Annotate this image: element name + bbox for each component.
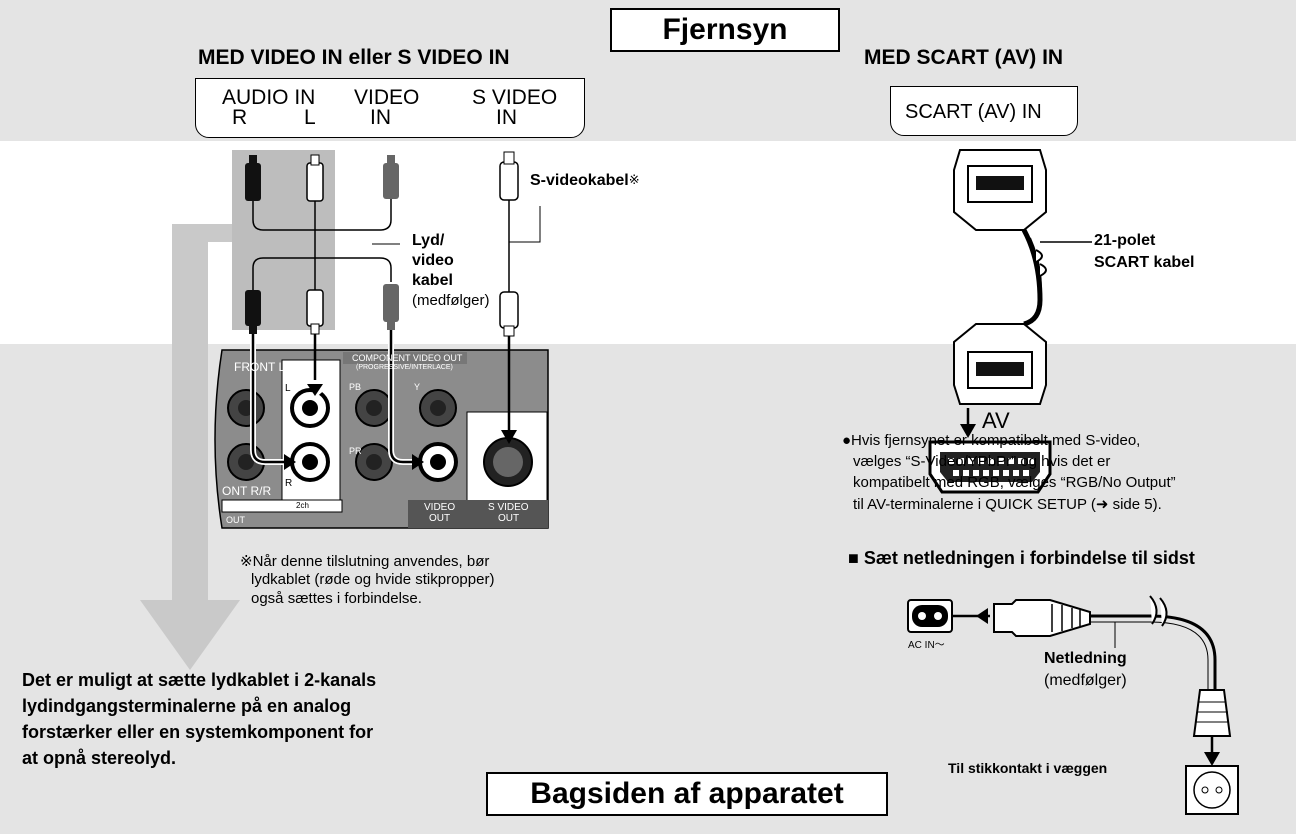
- twoch-label: 2ch: [296, 501, 309, 510]
- stereo-arrow: [140, 238, 240, 670]
- av-label: AV: [982, 408, 1010, 433]
- video-out-label-1: VIDEO: [424, 502, 456, 513]
- video-out-label-2: OUT: [429, 513, 451, 524]
- stereo-note-1: Det er muligt at sætte lydkablet i 2-kan…: [22, 670, 377, 690]
- av-cable-label-1: Lyd/: [412, 232, 445, 249]
- stereo-note-4: at opnå stereolyd.: [22, 748, 177, 768]
- scart-cable: [953, 149, 1092, 405]
- component-label-2: (PROGRESSIVE/INTERLACE): [356, 364, 453, 371]
- stereo-note-3: forstærker eller en systemkomponent for: [22, 722, 374, 742]
- av-cable-label-3: kabel: [412, 272, 453, 289]
- ac-in-label: AC IN〜: [908, 640, 945, 651]
- scart-in-label: SCART (AV) IN: [905, 101, 1042, 123]
- outlet-label: Til stikkontakt i væggen: [948, 760, 1108, 776]
- stereo-note-2: lydindgangsterminalerne på en analog: [22, 696, 352, 716]
- rear-panel: [214, 349, 549, 529]
- svideo-plug-top: [499, 151, 519, 201]
- svideo-in-label: IN: [496, 106, 517, 129]
- rca-plug-red-top: [245, 155, 261, 201]
- left-heading: MED VIDEO IN eller S VIDEO IN: [198, 46, 510, 69]
- front-rr-label: ONT R/R: [222, 484, 272, 498]
- audio-in-label: AUDIO IN: [222, 86, 316, 109]
- svideo-note-3: også sættes i forbindelse.: [251, 590, 422, 607]
- svideo-out-label-2: OUT: [498, 513, 520, 524]
- svideo-note-1: ※Når denne tilslutning anvendes, bør: [240, 553, 490, 570]
- av-cable-label-2: video: [412, 252, 454, 269]
- audio-r-label: R: [232, 106, 248, 129]
- pb-label: PB: [349, 382, 362, 392]
- tv-input-panel: AUDIO IN R L VIDEO IN S VIDEO IN: [195, 78, 585, 138]
- scart-cable-label-2: SCART kabel: [1094, 254, 1195, 271]
- out-label: OUT: [226, 515, 245, 525]
- svideo-plug-bottom: [499, 291, 519, 337]
- audio-l-label: L: [304, 106, 316, 129]
- video-in-label: IN: [370, 106, 391, 129]
- power-cord-label-2: (medfølger): [1044, 672, 1127, 689]
- scart-socket: [928, 440, 1052, 494]
- svideo-cable-label: S-videokabel※: [530, 172, 640, 189]
- front-ll-label: FRONT L/L: [234, 360, 296, 374]
- svideo-leader: [509, 206, 541, 243]
- svideo-label: S VIDEO: [472, 86, 558, 109]
- power-heading: ■ Sæt netledningen i forbindelse til sid…: [848, 548, 1195, 568]
- av-wire-3: [252, 257, 392, 290]
- rca-plug-yellow-top: [383, 155, 399, 199]
- rear-title: Bagsiden af apparatet: [486, 772, 888, 816]
- right-heading: MED SCART (AV) IN: [864, 46, 1064, 69]
- tv-scart-panel: SCART (AV) IN: [890, 86, 1078, 136]
- rgb-note-4: til AV-terminalerne i QUICK SETUP (➜ sid…: [853, 496, 1162, 513]
- rgb-note-2: vælges “S-Video/YPbPr” og hvis det er: [853, 453, 1111, 470]
- av-wire-1: [252, 199, 392, 231]
- rca-plug-yellow-bottom: [383, 284, 399, 330]
- l-label: L: [285, 383, 291, 394]
- tv-title: Fjernsyn: [610, 8, 840, 52]
- y-label: Y: [414, 382, 421, 392]
- power-cord: [907, 595, 1239, 815]
- av-cable-label-4: (medfølger): [412, 292, 490, 309]
- video-label: VIDEO: [354, 86, 420, 109]
- svideo-note-2: lydkablet (røde og hvide stikpropper): [251, 571, 495, 588]
- rgb-note-1: ●Hvis fjernsynet er kompatibelt med S-vi…: [842, 432, 1141, 449]
- r-label: R: [285, 478, 293, 489]
- svideo-out-label-1: S VIDEO: [488, 502, 529, 513]
- power-cord-label-1: Netledning: [1044, 650, 1127, 667]
- scart-cable-label-1: 21-polet: [1094, 232, 1156, 249]
- stereo-arrow-top: [172, 224, 232, 242]
- component-label-1: COMPONENT VIDEO OUT: [352, 353, 463, 363]
- rgb-note-3: kompatibelt med RGB, vælges “RGB/No Outp…: [853, 474, 1176, 491]
- rca-plug-white-top: [306, 154, 324, 202]
- rca-plug-red-bottom: [245, 290, 261, 334]
- rca-plug-white-bottom: [306, 289, 324, 335]
- pr-label: PR: [349, 446, 362, 456]
